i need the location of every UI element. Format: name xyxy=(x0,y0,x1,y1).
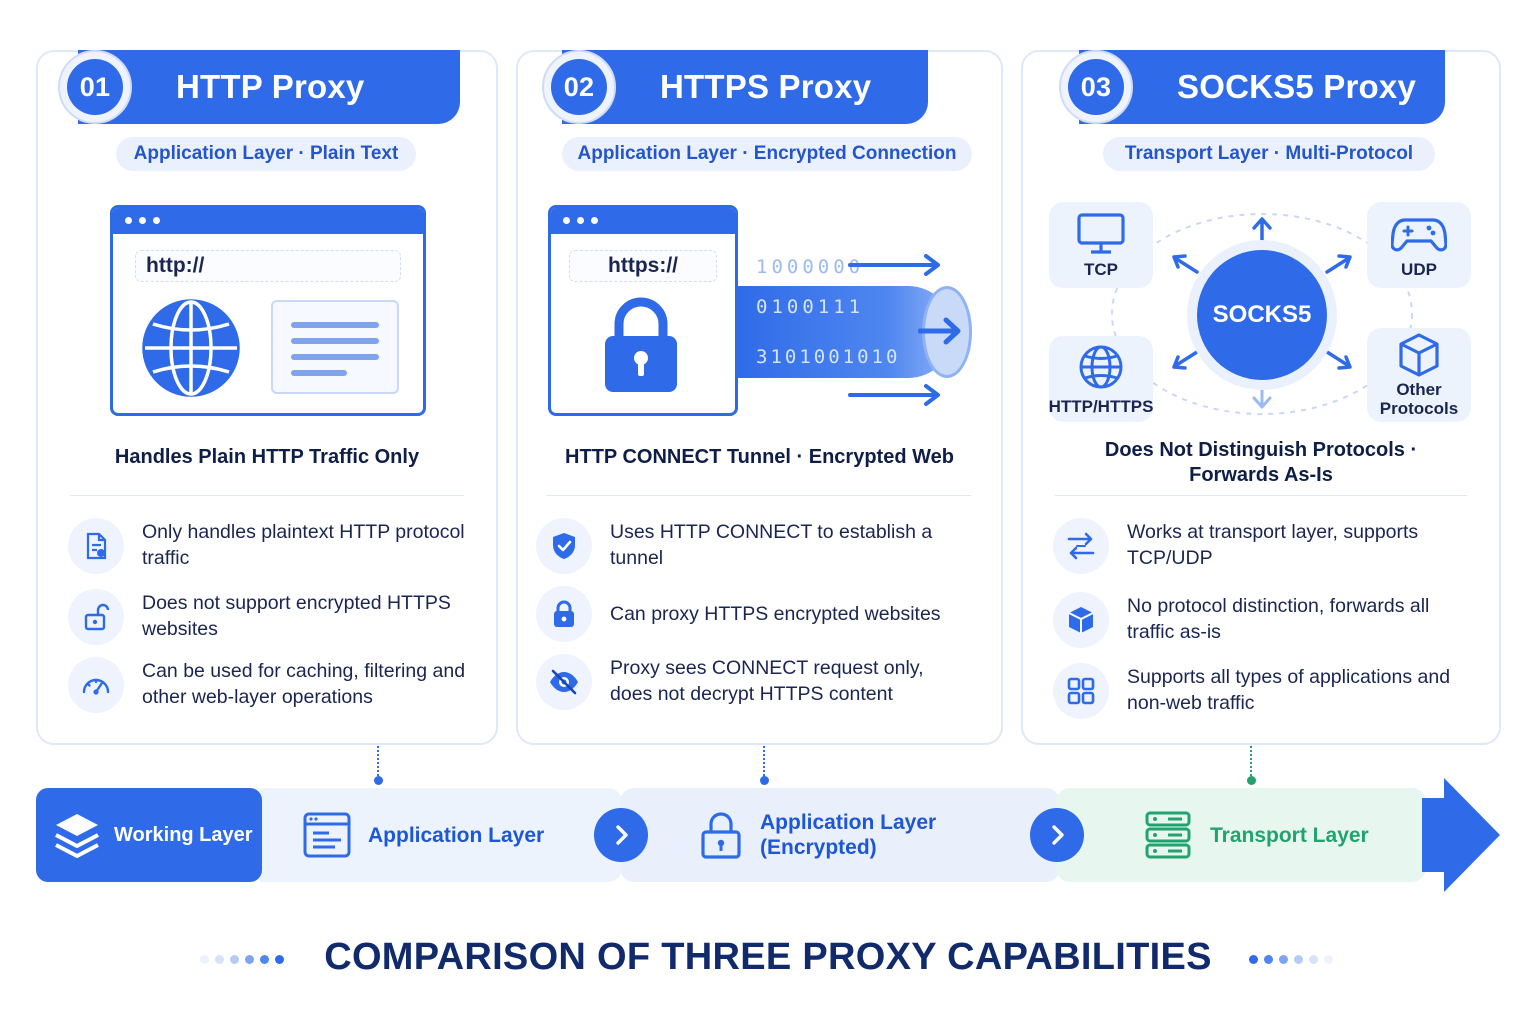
browser-window-icon xyxy=(303,812,351,858)
url-bar: http:// xyxy=(135,250,401,282)
document-icon xyxy=(68,518,124,574)
shield-check-icon xyxy=(536,518,592,574)
gamepad-icon xyxy=(1391,217,1447,251)
decorative-dots xyxy=(1249,955,1333,964)
encrypted-tunnel-illustration xyxy=(734,286,954,378)
card-header: 02 HTTPS Proxy xyxy=(542,50,928,124)
working-layer-label-box: Working Layer xyxy=(36,788,262,882)
layer-tag: Transport Layer · Multi-Protocol xyxy=(1103,137,1435,171)
working-layer-flow: Working Layer Application Layer Applicat… xyxy=(0,778,1536,892)
card-caption: HTTP CONNECT Tunnel · Encrypted Web xyxy=(565,446,954,468)
step-number-badge: 03 xyxy=(1059,50,1133,124)
text-document-illustration xyxy=(271,300,399,394)
browser-window-illustration: https:// xyxy=(548,205,738,416)
protocol-hub-diagram xyxy=(1111,213,1413,415)
layers-icon xyxy=(55,814,99,858)
arrow-right-icon xyxy=(848,384,940,406)
protocol-node-tcp: TCP xyxy=(1049,202,1153,288)
flow-step-application: Application Layer xyxy=(302,788,602,882)
feature-item: Only handles plaintext HTTP protocol tra… xyxy=(68,518,484,574)
monitor-icon xyxy=(1077,212,1125,254)
feature-item: Can be used for caching, filtering and o… xyxy=(68,657,484,713)
card-title: HTTP Proxy xyxy=(176,68,365,105)
layer-tag: Application Layer · Encrypted Connection xyxy=(562,137,972,171)
flow-next-icon xyxy=(594,808,648,862)
transfer-arrows-icon xyxy=(1053,518,1109,574)
card-header: 03 SOCKS5 Proxy xyxy=(1059,50,1445,124)
feature-item: Supports all types of applications and n… xyxy=(1053,663,1487,719)
lock-icon xyxy=(605,297,677,392)
protocol-node-udp: UDP xyxy=(1367,202,1471,288)
card-title: HTTPS Proxy xyxy=(660,68,872,105)
card-caption: Does Not Distinguish Protocols · Forward… xyxy=(1104,439,1418,486)
layer-tag: Application Layer · Plain Text xyxy=(116,137,416,171)
url-bar: https:// xyxy=(569,250,717,282)
working-layer-label: Working Layer xyxy=(114,823,253,846)
feature-item: Works at transport layer, supports TCP/U… xyxy=(1053,518,1487,574)
binary-stream: 0100111 xyxy=(756,296,865,318)
eye-off-icon xyxy=(536,654,592,710)
flow-step-transport: Transport Layer xyxy=(1144,788,1414,882)
feature-item: Uses HTTP CONNECT to establish a tunnel xyxy=(536,518,989,574)
binary-stream: 1000000 xyxy=(756,256,865,278)
step-number-badge: 02 xyxy=(542,50,616,124)
card-title: SOCKS5 Proxy xyxy=(1177,68,1416,105)
http-proxy-card: 01 HTTP Proxy Application Layer · Plain … xyxy=(36,50,498,745)
feature-item: Proxy sees CONNECT request only, does no… xyxy=(536,654,989,710)
grid-icon xyxy=(1053,663,1109,719)
browser-window-illustration: http:// xyxy=(110,205,426,416)
feature-item: No protocol distinction, forwards all tr… xyxy=(1053,592,1487,648)
feature-item: Does not support encrypted HTTPS website… xyxy=(68,589,484,645)
card-header: 01 HTTP Proxy xyxy=(58,50,460,124)
globe-icon xyxy=(142,299,240,397)
binary-stream: 3101001010 xyxy=(756,346,901,368)
unlock-icon xyxy=(68,589,124,645)
protocol-node-http-https: HTTP/HTTPS xyxy=(1049,336,1153,422)
arrow-right-icon xyxy=(918,317,961,345)
lock-icon xyxy=(701,812,741,859)
step-number-badge: 01 xyxy=(58,50,132,124)
gauge-icon xyxy=(68,657,124,713)
globe-icon xyxy=(1079,345,1123,388)
flow-next-icon xyxy=(1030,808,1084,862)
feature-item: Can proxy HTTPS encrypted websites xyxy=(536,586,989,642)
page-title: COMPARISON OF THREE PROXY CAPABILITIES xyxy=(324,936,1212,978)
decorative-dots xyxy=(200,955,284,964)
protocol-node-other: Other Protocols xyxy=(1367,328,1471,422)
server-icon xyxy=(1145,811,1191,859)
flow-arrow-head xyxy=(1422,778,1500,892)
socks5-hub: SOCKS5 xyxy=(1197,250,1327,380)
lock-icon xyxy=(536,586,592,642)
card-caption: Handles Plain HTTP Traffic Only xyxy=(114,446,420,468)
https-proxy-card: 02 HTTPS Proxy Application Layer · Encry… xyxy=(516,50,1003,745)
cube-icon xyxy=(1399,333,1439,377)
socks5-proxy-card: 03 SOCKS5 Proxy Transport Layer · Multi-… xyxy=(1021,50,1501,745)
flow-step-application-encrypted: Application Layer (Encrypted) xyxy=(700,788,1020,882)
package-icon xyxy=(1053,592,1109,648)
arrow-right-icon xyxy=(848,254,940,276)
